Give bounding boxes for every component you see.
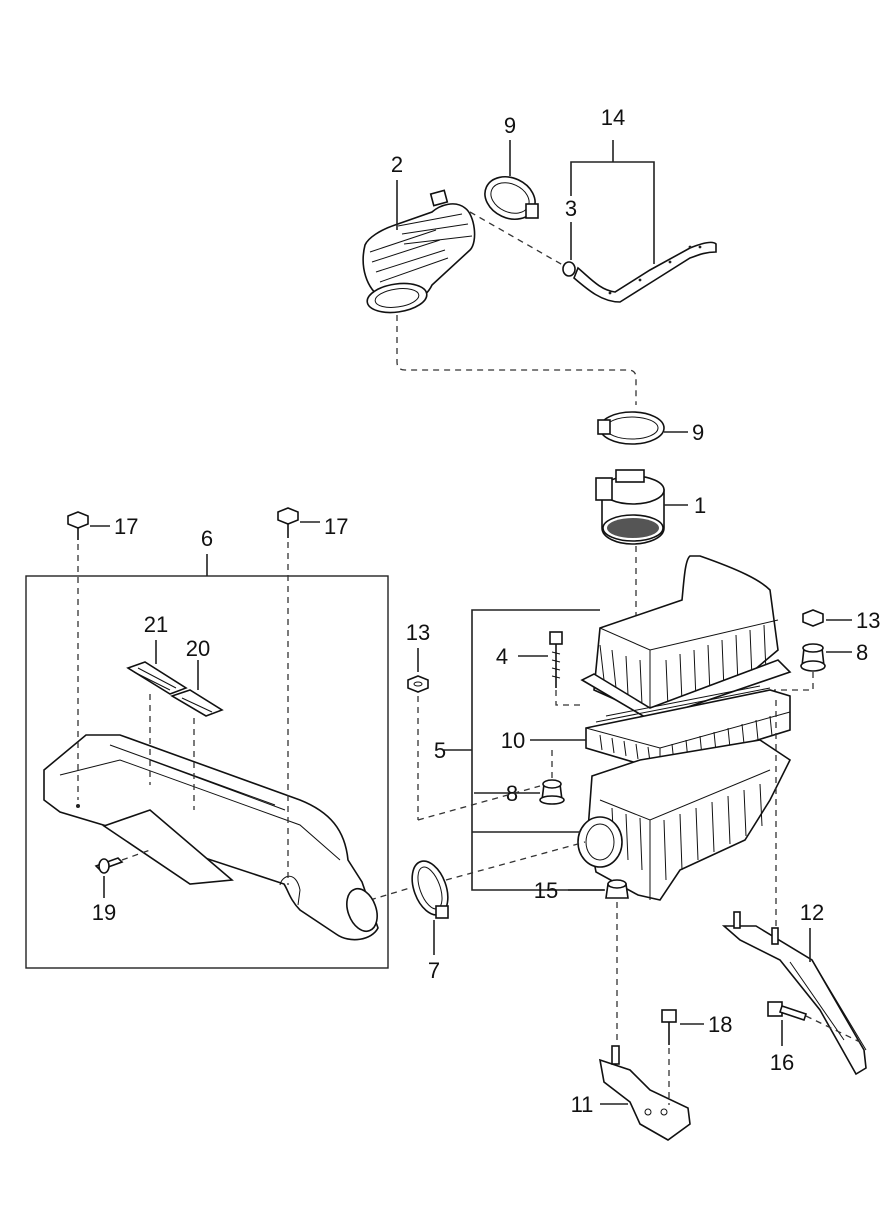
dashed-mount-8: [417, 745, 553, 821]
callout-9-top: 9: [504, 113, 516, 138]
leader-14-bracket: [570, 140, 655, 264]
airflow-sensor-part-1: [595, 469, 665, 545]
callout-20: 20: [186, 636, 210, 661]
callout-7: 7: [428, 958, 440, 983]
callout-3: 3: [565, 196, 577, 221]
clamp-part-9-top: [484, 176, 539, 220]
callout-6: 6: [201, 526, 213, 551]
callout-21: 21: [144, 612, 168, 637]
callout-8-right: 8: [856, 640, 868, 665]
callout-14: 14: [601, 105, 625, 130]
clamp-part-7: [411, 860, 449, 919]
dashed-pin-19: [121, 849, 151, 861]
dashed-hose-to-sensor: [396, 315, 637, 405]
nut-part-13-right: [802, 609, 824, 627]
callout-1: 1: [694, 493, 706, 518]
dashed-bolt-4: [555, 690, 580, 706]
dashed-mount-8-right: [774, 672, 814, 940]
nut-part-13-left: [407, 675, 429, 693]
callout-17-right: 17: [324, 514, 348, 539]
pin-part-19: [94, 857, 124, 874]
air-cleaner-body: [577, 739, 792, 901]
mount-part-8-right: [800, 643, 826, 672]
screw-part-17-left: [67, 511, 89, 540]
bolt-part-4: [549, 631, 563, 688]
grommet-part-15: [605, 879, 629, 899]
intake-hose-part-2: [362, 189, 476, 314]
bolt-part-16: [767, 1001, 808, 1022]
screw-part-17-right: [277, 507, 299, 538]
callout-9-mid: 9: [692, 420, 704, 445]
clamp-part-9-mid: [597, 411, 665, 445]
callout-5: 5: [434, 738, 446, 763]
hose-clamp-part-3: [562, 261, 576, 277]
callout-12: 12: [800, 900, 824, 925]
callout-8-mid: 8: [506, 781, 518, 806]
air-cleaner-cover-part-4: [580, 555, 792, 721]
dashed-bolt-16: [805, 1015, 861, 1043]
dashed-clamp-7: [369, 841, 586, 901]
callout-17-left: 17: [114, 514, 138, 539]
callout-2: 2: [391, 152, 403, 177]
callout-11: 11: [571, 1092, 594, 1117]
air-duct-part-6: [43, 734, 379, 941]
callout-4: 4: [496, 644, 508, 669]
label-part-20: [170, 689, 224, 717]
bracket-part-11: [598, 1045, 691, 1141]
callout-18: 18: [708, 1012, 732, 1037]
mount-part-8-mid: [539, 779, 565, 805]
bracket-part-12: [721, 911, 867, 1076]
leader-5-bracket: [444, 609, 605, 891]
callout-13-right: 13: [856, 608, 880, 633]
air-filter-element-part-10: [585, 685, 791, 771]
callout-19: 19: [92, 900, 116, 925]
callout-13-left: 13: [406, 620, 430, 645]
bolt-part-18: [661, 1009, 677, 1045]
callout-16: 16: [770, 1050, 794, 1075]
label-part-21: [126, 661, 188, 695]
breather-hose-part-14: [573, 241, 717, 303]
dashed-hose-to-clamp: [469, 211, 569, 269]
callout-10: 10: [501, 728, 525, 753]
callout-15: 15: [534, 878, 558, 903]
